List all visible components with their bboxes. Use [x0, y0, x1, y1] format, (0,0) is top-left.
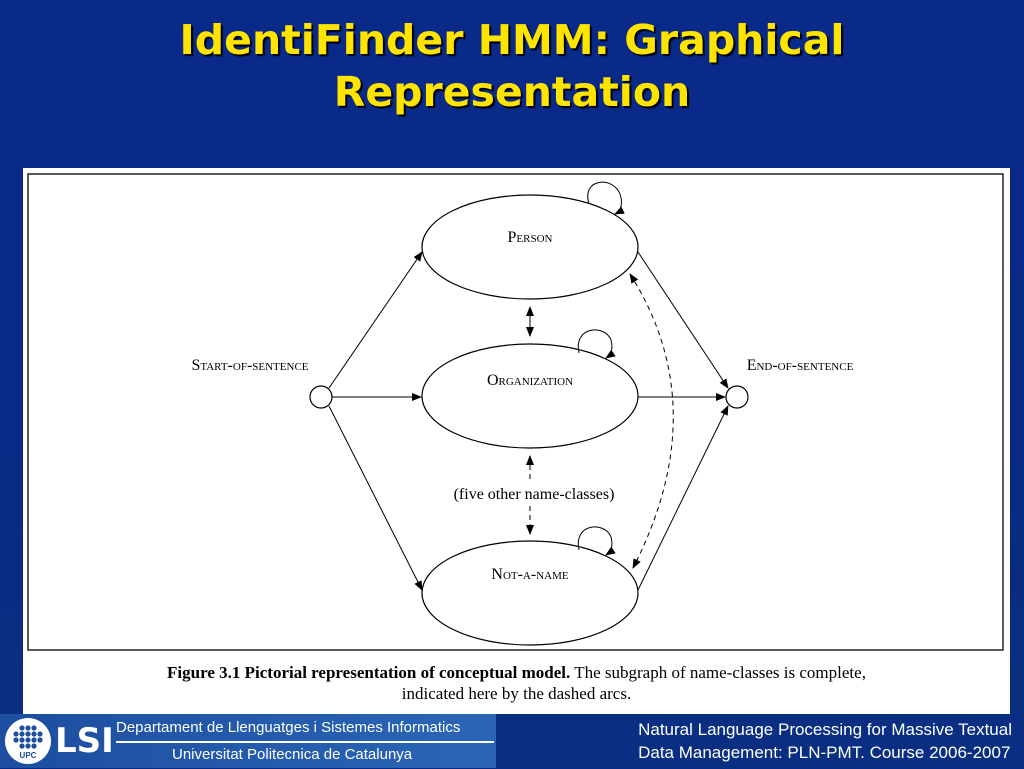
figure-caption: Figure 3.1 Pictorial representation of c… — [23, 662, 1010, 704]
course-line2: Data Management: PLN-PMT. Course 2006-20… — [638, 743, 1011, 762]
caption-line1-rest: The subgraph of name-classes is complete… — [574, 663, 866, 682]
caption-figure-label: Figure 3.1 Pictorial representation of c… — [167, 663, 571, 682]
slide-footer: UPC LSI Departament de Llenguatges i Sis… — [0, 714, 1024, 768]
slide-title-line2: Representation — [333, 68, 691, 116]
hmm-figure: Person Organization Not-a-name Start-of-… — [23, 168, 1010, 714]
upc-dots-icon — [13, 725, 43, 749]
person-not-a-name-dashed-arc — [629, 273, 674, 569]
person-state — [421, 194, 639, 300]
department-name: Departament de Llenguatges i Sistemes In… — [116, 719, 461, 736]
not-a-name-to-end-arc — [637, 405, 729, 591]
start-node — [309, 385, 333, 409]
lsi-logo-banner: UPC LSI Departament de Llenguatges i Sis… — [0, 714, 496, 768]
course-info: Natural Language Processing for Massive … — [638, 718, 1012, 764]
university-name: Universitat Politecnica de Catalunya — [172, 746, 413, 763]
organization-label: Organization — [487, 372, 573, 389]
organization-self-loop — [577, 329, 616, 359]
upc-logo-text: UPC — [19, 751, 37, 760]
slide-title-line1: IdentiFinder HMM: Graphical — [179, 16, 845, 64]
end-node — [725, 385, 749, 409]
lsi-logo-text: LSI — [55, 721, 114, 761]
caption-line2: indicated here by the dashed arcs. — [401, 684, 632, 703]
organization-state — [421, 343, 639, 449]
logo-divider — [116, 741, 494, 743]
person-to-end-arc — [637, 251, 729, 389]
caption-line1: Figure 3.1 Pictorial representation of c… — [23, 662, 1010, 683]
hmm-diagram: Person Organization Not-a-name Start-of-… — [27, 173, 1004, 651]
person-self-loop — [587, 181, 625, 215]
start-label: Start-of-sentence — [191, 357, 308, 374]
slide-title: IdentiFinder HMM: Graphical Representati… — [0, 14, 1024, 118]
start-to-person-arc — [328, 251, 423, 389]
course-line1: Natural Language Processing for Massive … — [638, 720, 1012, 739]
end-label: End-of-sentence — [747, 357, 854, 374]
not-a-name-label: Not-a-name — [491, 566, 568, 583]
figure-frame — [27, 173, 1004, 651]
not-a-name-self-loop — [577, 526, 616, 556]
person-label: Person — [508, 229, 553, 246]
not-a-name-state — [421, 540, 639, 646]
start-to-not-a-name-arc — [328, 405, 423, 591]
other-classes-label: (five other name-classes) — [454, 486, 615, 503]
upc-logo-icon: UPC — [5, 718, 51, 764]
